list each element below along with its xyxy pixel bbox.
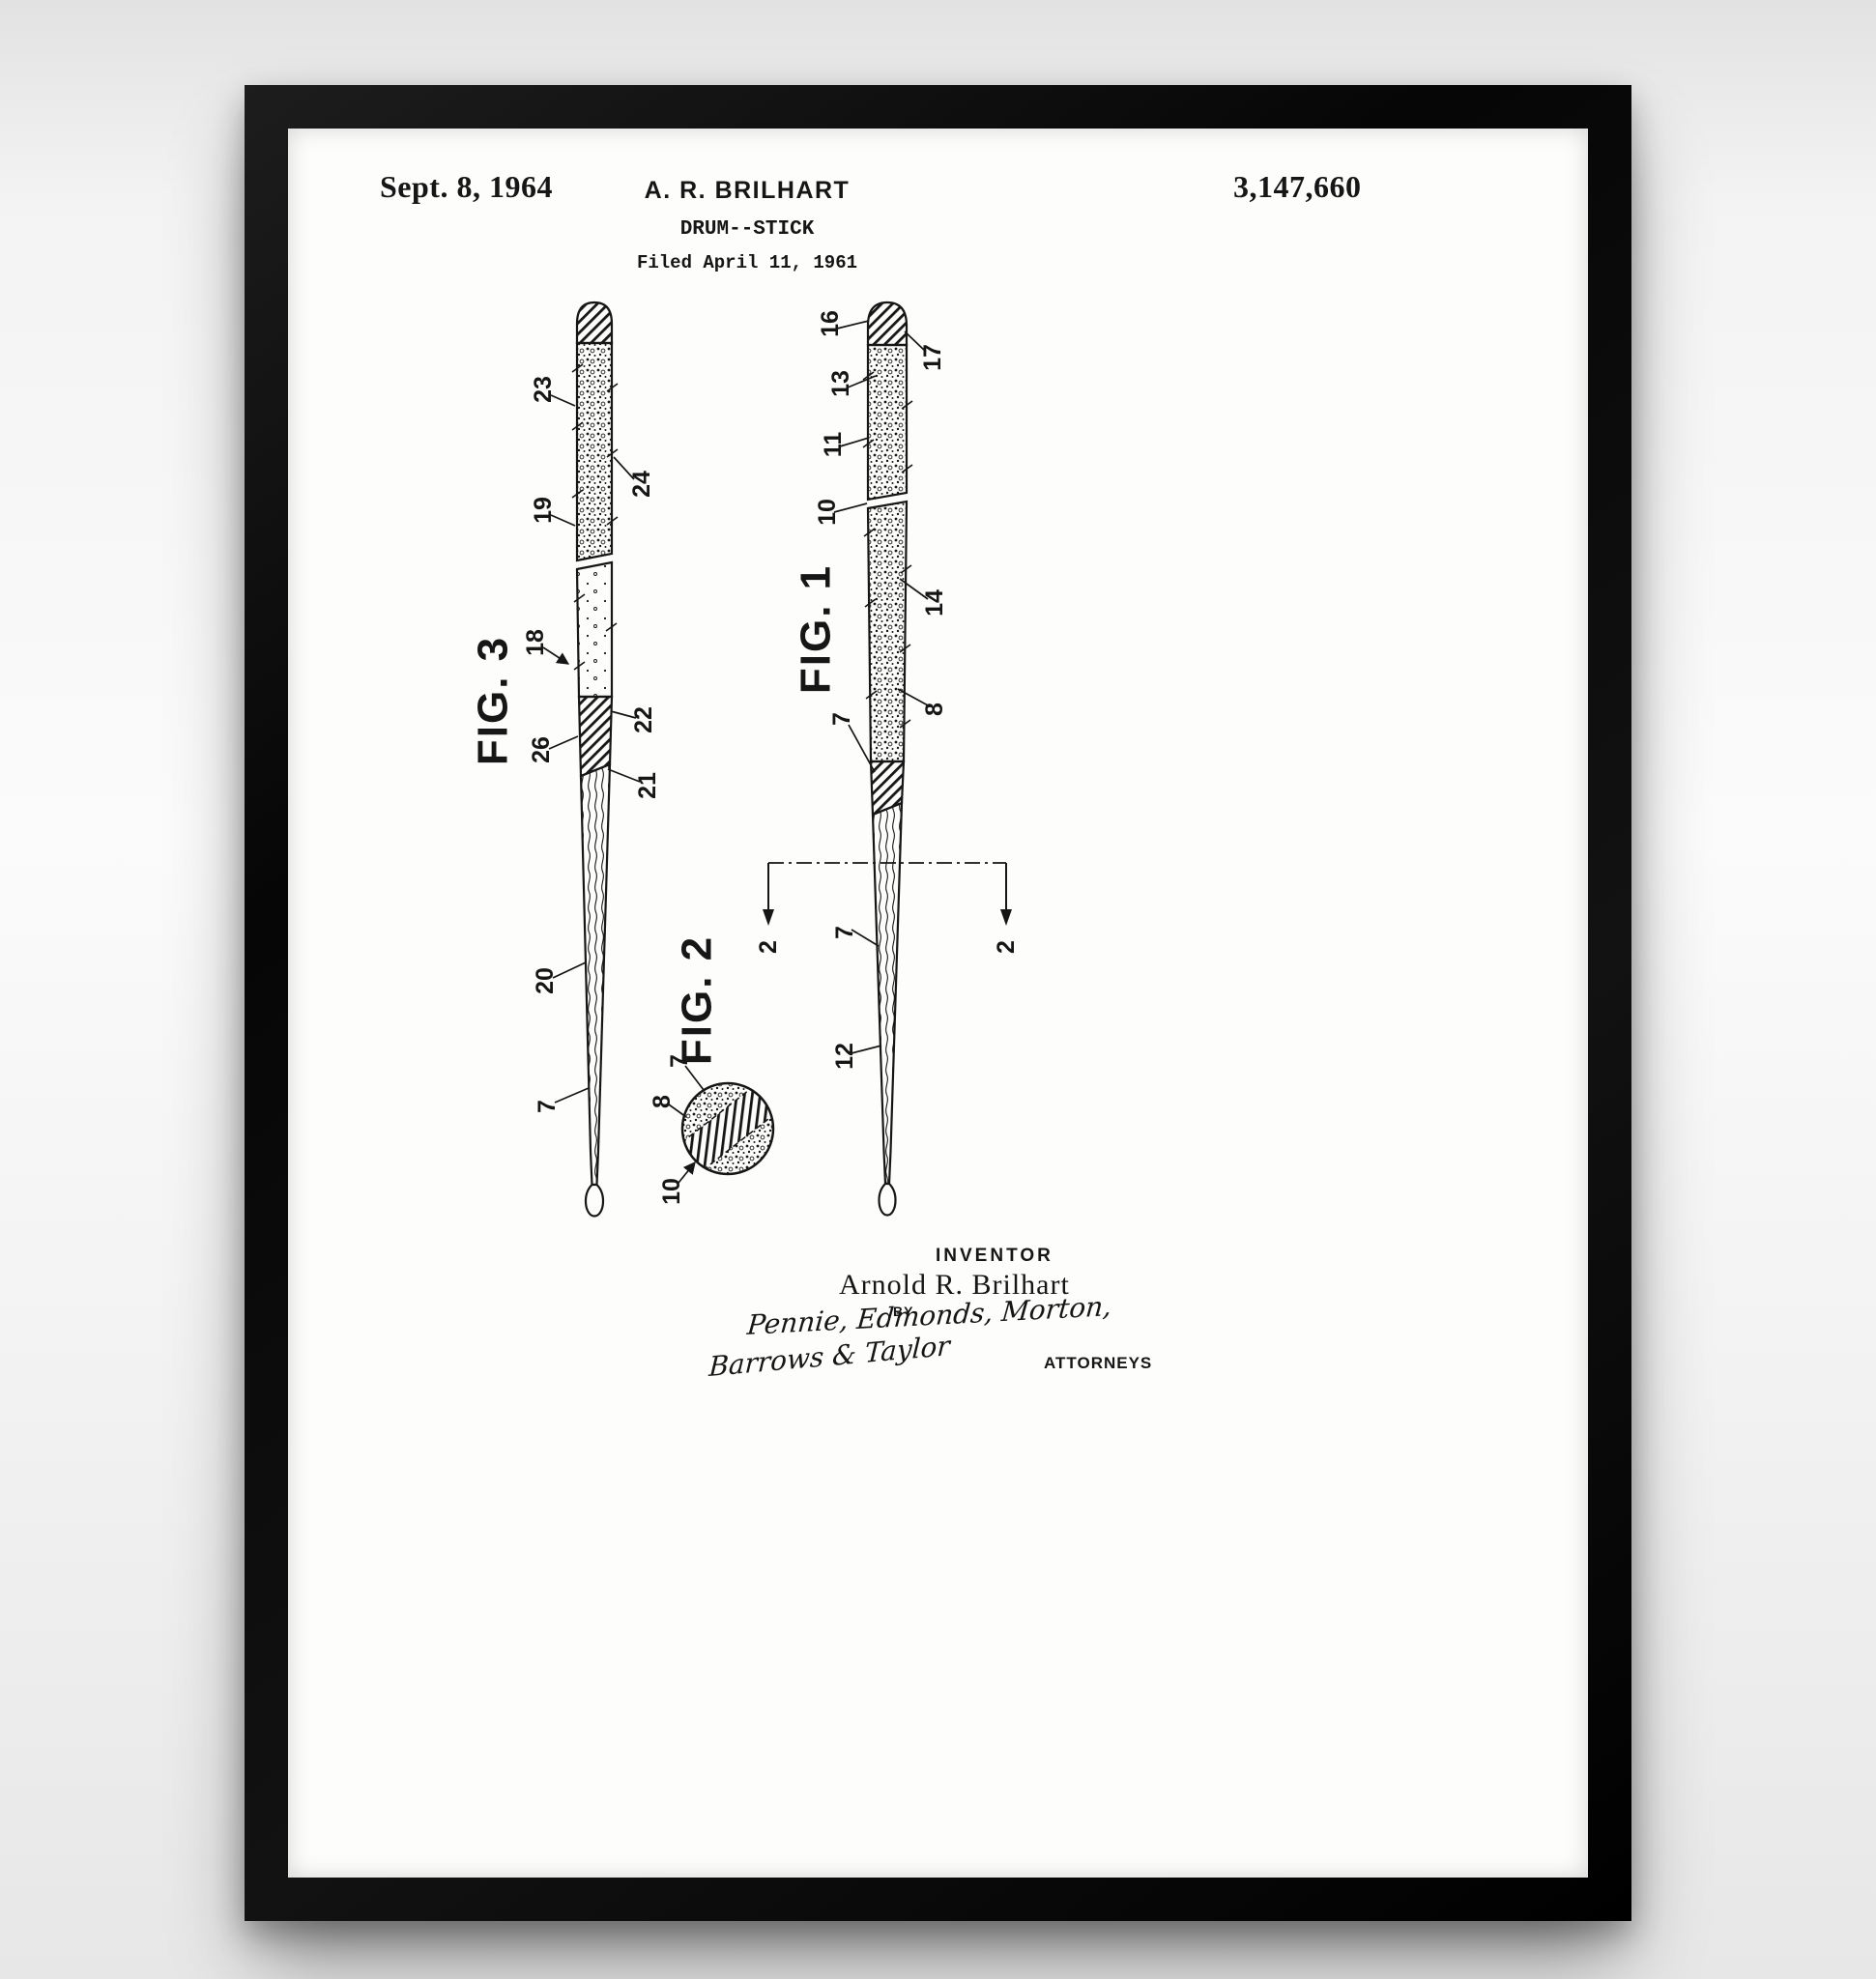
ref-label-22: 22 (630, 706, 657, 733)
ref-label-12: 12 (831, 1043, 858, 1070)
fig1-upper-section (866, 343, 909, 502)
fig3-label: FIG. 3 (470, 636, 517, 765)
attorneys-label: ATTORNEYS (1044, 1354, 1153, 1372)
fig3-shading-ticks (571, 363, 619, 671)
fig2-label: FIG. 2 (674, 935, 721, 1065)
fig3-hatched-band (577, 695, 614, 778)
patent-date: Sept. 8, 1964 (380, 169, 553, 204)
fig3-bead-tip (584, 1183, 605, 1218)
section-arrow-left (763, 909, 774, 926)
ref-label-2-right: 2 (993, 940, 1020, 954)
ref-label-24: 24 (628, 471, 655, 498)
section-arrow-right (1000, 909, 1012, 926)
fig3-upper-section (575, 341, 614, 562)
inventor-caption: INVENTOR (936, 1246, 1053, 1266)
fig2-cross-section (680, 1081, 775, 1176)
ref-label-23: 23 (530, 376, 557, 403)
fig3-drumstick (571, 301, 619, 1218)
fig1-leader-lines (833, 320, 929, 1054)
patent-inventor-header: A. R. BRILHART (644, 177, 851, 204)
inventor-name: Arnold R. Brilhart (839, 1269, 1070, 1301)
ref-label-16: 16 (817, 310, 844, 337)
patent-drawing: FIG. 3 23 19 24 18 22 26 21 20 7 (470, 301, 1020, 1218)
ref-label-7-fig3: 7 (534, 1100, 561, 1113)
by-label: BY (893, 1304, 914, 1319)
ref-label-8-fig1: 8 (921, 703, 948, 716)
patent-number: 3,147,660 (1233, 169, 1362, 204)
ref-label-14: 14 (921, 589, 948, 617)
signature-block: INVENTOR Arnold R. Brilhart BY Pennie, E… (704, 1240, 1380, 1423)
ref-label-7-fig2: 7 (666, 1054, 693, 1068)
fig2-outline (680, 1081, 775, 1176)
ref-label-10-fig2: 10 (658, 1178, 685, 1205)
patent-title: DRUM--STICK (679, 218, 815, 241)
patent-filed-line: Filed April 11, 1961 (636, 252, 858, 273)
fig1-section-line (763, 862, 1012, 926)
fig3-leader-lines (542, 394, 641, 1104)
attorney-signature-line2: Barrows & Taylor (707, 1329, 951, 1384)
fig1-bead-tip (878, 1182, 897, 1217)
patent-paper: Sept. 8, 1964 A. R. BRILHART 3,147,660 D… (288, 129, 1588, 1878)
fig1-tapered-shaft (871, 801, 904, 1186)
ref-label-21: 21 (634, 772, 661, 799)
ref-label-11: 11 (820, 432, 847, 458)
ref-label-20: 20 (532, 967, 559, 994)
fig2-leader-lines (668, 1065, 705, 1184)
ref-label-7a-fig1: 7 (828, 712, 855, 726)
ref-label-26: 26 (528, 736, 555, 763)
ref-label-17: 17 (919, 344, 946, 371)
fig3-tapered-shaft (579, 762, 612, 1187)
ref-label-19: 19 (530, 497, 557, 524)
fig1-drumstick (862, 301, 913, 1217)
ref-label-7b-fig1: 7 (831, 926, 858, 939)
ref-label-10-fig1: 10 (814, 499, 841, 526)
fig1-tip-cap (866, 301, 909, 347)
ref-label-2-left: 2 (755, 940, 782, 954)
fig3-tip-cap (575, 301, 614, 345)
ref-label-8-fig2: 8 (649, 1095, 676, 1108)
ref-label-13: 13 (827, 370, 854, 397)
fig3-middle-section (575, 560, 614, 699)
fig2-hatch-band (682, 1083, 773, 1174)
fig1-shading-ticks (862, 371, 913, 729)
ref-label-18: 18 (522, 629, 549, 656)
fig1-label: FIG. 1 (793, 564, 840, 694)
fig1-lower-stipple-section (866, 500, 909, 763)
poster-frame: Sept. 8, 1964 A. R. BRILHART 3,147,660 D… (245, 85, 1631, 1921)
